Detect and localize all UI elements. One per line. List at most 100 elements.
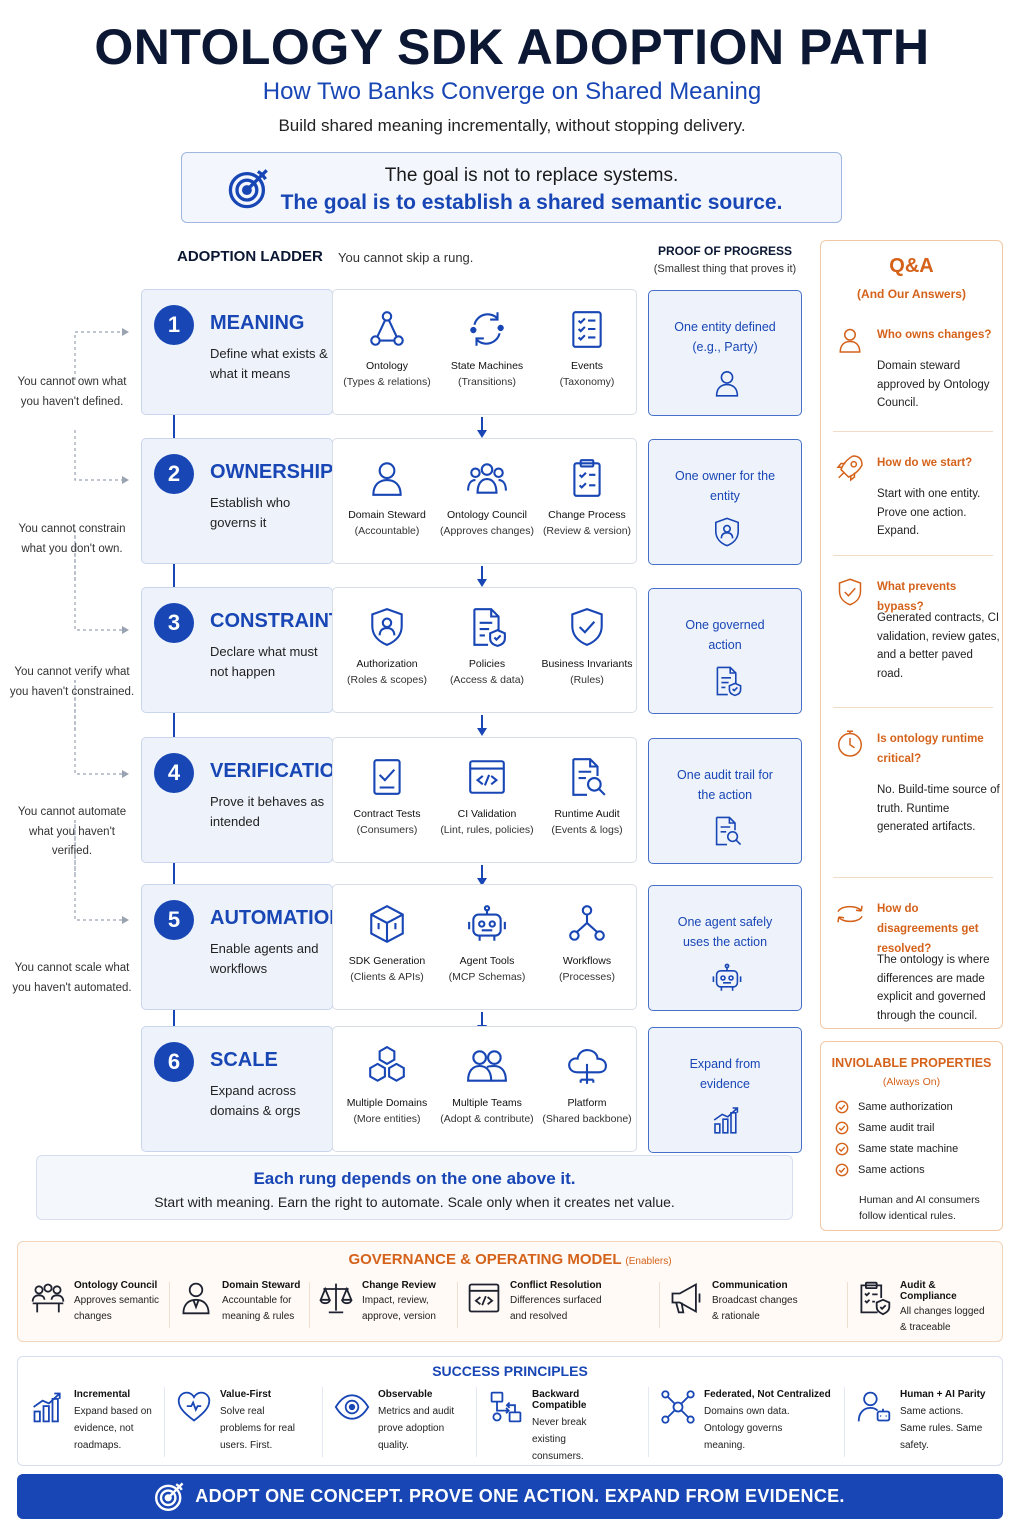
governance-description: Broadcast changes & rationale [712, 1295, 798, 1322]
ladder-subheading: You cannot skip a rung. [338, 250, 474, 265]
feature-name: CI Validation [457, 808, 517, 820]
feature-item: Change Process(Review & version) [537, 457, 637, 537]
feature-item: Ontology(Types & relations) [337, 308, 437, 388]
feature-item: Policies(Access & data) [437, 606, 537, 686]
inviolable-label: Same actions [858, 1164, 925, 1176]
principle-separator [322, 1387, 323, 1457]
person-icon [711, 367, 743, 399]
rocket-icon [835, 453, 865, 483]
shield-person-icon [366, 606, 408, 648]
inviolable-item: Same state machine [835, 1142, 958, 1156]
inviolable-footer: Human and AI consumers follow identical … [859, 1194, 980, 1222]
principle-separator [844, 1387, 845, 1457]
person-icon [835, 325, 865, 355]
feature-subtitle: (Review & version) [542, 525, 632, 537]
proof-subheading: (Smallest thing that proves it) [653, 263, 797, 275]
rung-number: 2 [154, 454, 194, 494]
document-search-icon [566, 756, 608, 798]
rung-description: Expand across domains & orgs [210, 1083, 301, 1118]
clock-icon [835, 729, 865, 759]
feature-subtitle: (MCP Schemas) [448, 971, 526, 983]
document-shield-icon [711, 665, 743, 697]
ladder-heading: ADOPTION LADDER [177, 248, 323, 265]
feature-item: Platform(Shared backbone) [537, 1045, 637, 1125]
proof-text: Expand from evidence [689, 1057, 761, 1091]
document-search-icon [711, 815, 743, 847]
proof-text: One audit trail for the action [677, 768, 773, 802]
feature-subtitle: (Adopt & contribute) [440, 1113, 534, 1125]
qa-answer: Domain steward approved by Ontology Coun… [877, 360, 990, 409]
principle-description: Domains own data. Ontology governs meani… [704, 1406, 790, 1451]
down-arrow [476, 566, 488, 588]
robot-icon [711, 962, 743, 994]
qa-divider [833, 431, 993, 432]
proof-card-5: One agent safely uses the action [648, 885, 802, 1011]
principle-name: Backward Compatible [532, 1389, 587, 1411]
rung-description: Enable agents and workflows [210, 941, 319, 976]
page-title: ONTOLOGY SDK ADOPTION PATH [94, 19, 930, 75]
governance-panel: GOVERNANCE & OPERATING MODEL (Enablers) … [17, 1241, 1003, 1342]
rung-number: 1 [154, 305, 194, 345]
feature-subtitle: (Transitions) [458, 376, 516, 388]
proof-card-3: One governed action [648, 588, 802, 714]
side-note-1: You cannot own what you haven't defined. [17, 376, 127, 408]
principles-title: SUCCESS PRINCIPLES [432, 1363, 588, 1379]
governance-separator [309, 1282, 310, 1328]
feature-subtitle: (Roles & scopes) [347, 674, 427, 686]
arrows-icon [835, 899, 865, 929]
eye-icon [334, 1389, 370, 1425]
rung-description: Establish who governs it [210, 495, 291, 530]
cloud-icon [566, 1045, 608, 1087]
inviolable-label: Same state machine [858, 1143, 959, 1155]
governance-description: Accountable for meaning & rules [222, 1295, 295, 1322]
team-icon [466, 1045, 508, 1087]
rung-features-4: Contract Tests(Consumers)CI Validation(L… [332, 737, 637, 863]
principle-description: Expand based on evidence, not roadmaps. [74, 1406, 152, 1451]
principle-description: Same actions. Same rules. Same safety. [900, 1406, 983, 1451]
qa-answer: No. Build-time source of truth. Runtime … [877, 784, 1000, 833]
governance-name: Ontology Council [74, 1280, 158, 1291]
qa-panel: Q&A (And Our Answers) Who owns changes?D… [820, 240, 1003, 1029]
principle-name: Value-First [220, 1389, 272, 1400]
rung-description: Define what exists & what it means [210, 346, 328, 381]
steward-icon [178, 1280, 214, 1316]
qa-title: Q&A [889, 255, 934, 277]
rung-title: OWNERSHIP [210, 461, 334, 483]
rung-description: Prove it behaves as intended [210, 794, 325, 829]
inviolable-item: Same audit trail [835, 1121, 934, 1135]
proof-text: One owner for the entity [674, 469, 776, 503]
rung-number: 5 [154, 900, 194, 940]
banner-text: ADOPT ONE CONCEPT. PROVE ONE ACTION. EXP… [195, 1486, 845, 1506]
feature-name: Platform [567, 1097, 607, 1109]
clipboard-icon [566, 457, 608, 499]
feature-subtitle: (Events & logs) [551, 824, 623, 836]
feature-name: Domain Steward [348, 509, 426, 521]
page-tagline: Build shared meaning incrementally, with… [278, 116, 746, 135]
feature-item: Multiple Teams(Adopt & contribute) [437, 1045, 537, 1125]
check-circle-icon [835, 1121, 849, 1135]
inviolable-item: Same actions [835, 1163, 925, 1177]
rung-features-1: Ontology(Types & relations)State Machine… [332, 289, 637, 415]
feature-subtitle: (Processes) [558, 971, 615, 983]
bar-chart-icon [711, 1104, 743, 1136]
principle-name: Human + AI Parity [900, 1389, 986, 1400]
cycle-icon [466, 308, 508, 350]
principle-description: Never break existing consumers. [532, 1417, 587, 1462]
rung-features-6: Multiple Domains(More entities)Multiple … [332, 1026, 637, 1152]
feature-item: Agent Tools(MCP Schemas) [437, 903, 537, 983]
code-window-icon [466, 756, 508, 798]
check-circle-icon [835, 1100, 849, 1114]
rung-features-5: SDK Generation(Clients & APIs)Agent Tool… [332, 884, 637, 1010]
governance-separator [169, 1282, 170, 1328]
check-circle-icon [835, 1163, 849, 1177]
